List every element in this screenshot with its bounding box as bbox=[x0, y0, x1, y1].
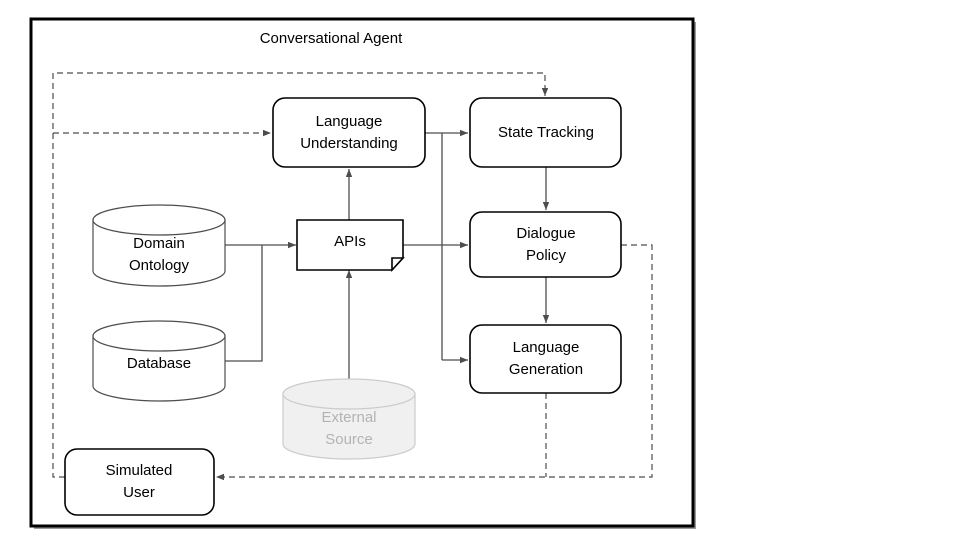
node-external-source[interactable]: External Source bbox=[282, 378, 416, 460]
node-language-understanding[interactable]: Language Understanding bbox=[272, 97, 426, 168]
external-source-label-line2: Source bbox=[325, 431, 373, 448]
domain-ontology-label-line1: Domain bbox=[133, 235, 185, 252]
node-dialogue-policy[interactable]: Dialogue Policy bbox=[469, 211, 622, 278]
state-tracking-label: State Tracking bbox=[498, 124, 594, 141]
apis-label: APIs bbox=[334, 233, 366, 250]
language-generation-label-line2: Generation bbox=[509, 361, 583, 378]
edge-user-to-state-tracking bbox=[52, 72, 549, 478]
dialogue-policy-label-line2: Policy bbox=[526, 247, 567, 264]
node-state-tracking[interactable]: State Tracking bbox=[469, 97, 622, 168]
node-database[interactable]: Database bbox=[92, 320, 226, 402]
language-understanding-label-line2: Understanding bbox=[300, 135, 398, 152]
node-language-generation[interactable]: Language Generation bbox=[469, 324, 622, 394]
external-source-label-line1: External bbox=[321, 409, 376, 426]
node-domain-ontology[interactable]: Domain Ontology bbox=[92, 204, 226, 287]
edge-dialogue-policy-to-user bbox=[216, 244, 653, 481]
language-understanding-label-line1: Language bbox=[316, 113, 383, 130]
simulated-user-label-line1: Simulated bbox=[106, 462, 173, 479]
node-simulated-user[interactable]: Simulated User bbox=[64, 448, 215, 516]
dialogue-policy-label-line1: Dialogue bbox=[516, 225, 575, 242]
language-generation-label-line1: Language bbox=[513, 339, 580, 356]
edge-database-to-apis bbox=[225, 245, 263, 362]
node-apis[interactable]: APIs bbox=[296, 219, 405, 273]
simulated-user-label-line2: User bbox=[123, 484, 155, 501]
boundary-title: Conversational Agent bbox=[260, 30, 403, 47]
domain-ontology-label-line2: Ontology bbox=[129, 257, 190, 274]
database-label: Database bbox=[127, 355, 191, 372]
